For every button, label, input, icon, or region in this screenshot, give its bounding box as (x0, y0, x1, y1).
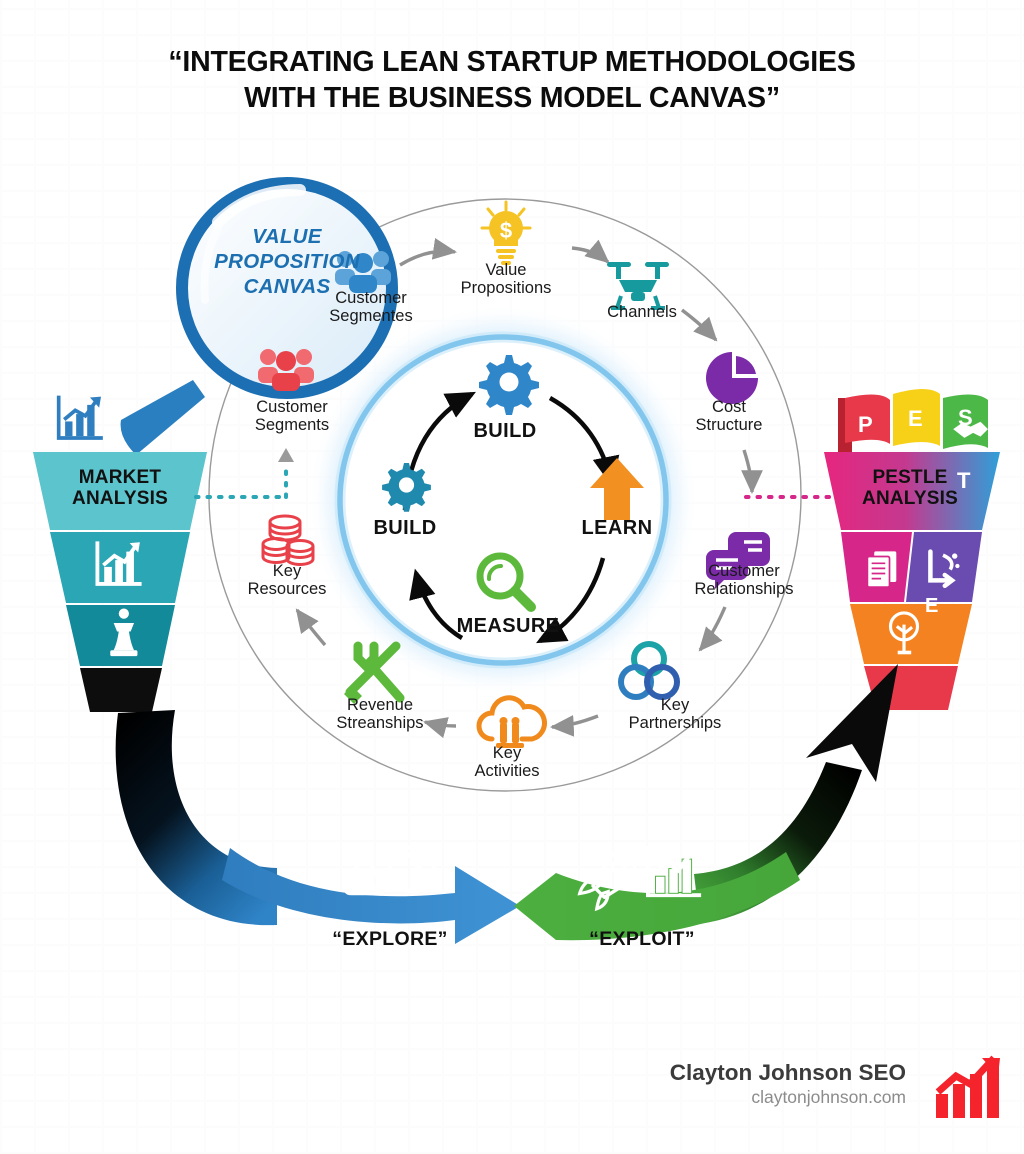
bmc-label-cost-structure: Cost Structure (652, 398, 806, 434)
explore-arrow (222, 843, 520, 944)
bmc-label-key-activities: Key Activities (428, 744, 586, 780)
flask-icon (344, 843, 385, 896)
up-arrow-icon (590, 458, 644, 520)
title-line1: MARKET (78, 467, 162, 488)
title-line2: ANALYSIS (862, 488, 958, 510)
svg-text:E: E (908, 406, 923, 431)
bar-chart-growth-icon (95, 541, 142, 586)
footer-brand: Clayton Johnson SEO claytonjohnson.com (670, 1060, 906, 1108)
exploit-arrow (514, 843, 800, 941)
cycle-label-build-top: BUILD (473, 420, 537, 442)
page-title-line2: WITH THE BUSINESS MODEL CANVAS” (244, 82, 780, 115)
label-line2: Segmentes (329, 307, 413, 326)
label-line2: Structure (695, 416, 763, 435)
market-analysis-connector (194, 448, 294, 499)
bmc-label-value-propositions: Value Propositions (426, 261, 586, 297)
label-line1: Customer (708, 562, 780, 580)
lightbulb-dollar-icon: $ (480, 200, 532, 265)
svg-text:E: E (925, 595, 938, 617)
speech-bubbles-icon (706, 532, 770, 589)
label-line1: Key (492, 744, 522, 762)
brand-url: claytonjohnson.com (751, 1087, 906, 1107)
bmc-label-customer-segmentes: Customer Segmentes (291, 289, 451, 325)
question-mark-icon (387, 844, 437, 894)
svg-text:$: $ (500, 218, 512, 243)
label-line1: Key (660, 696, 690, 714)
cycle-label-build-left: BUILD (373, 517, 437, 539)
bar-chart-arrow-icon (935, 1055, 1000, 1118)
legal-flow-icon (928, 549, 960, 589)
label-line2: Activities (474, 762, 540, 781)
title-line1: PESTLE (872, 467, 948, 488)
bmc-label-customer-segments: Customer Segments (212, 398, 372, 434)
explore-label: “EXPLORE” (332, 928, 448, 950)
label-line2: Streanships (336, 714, 424, 733)
pestle-analysis-funnel: P E S T E (824, 389, 1000, 710)
chess-queen-icon (110, 608, 138, 657)
coins-stack-icon (261, 514, 315, 566)
drone-icon (607, 262, 669, 310)
rocket-icon (577, 848, 637, 912)
market-analysis-title: MARKET ANALYSIS (30, 467, 210, 510)
bmc-label-channels: Channels (564, 303, 720, 321)
vpc-line2: PROPOSITION (214, 250, 360, 273)
documents-icon (866, 551, 897, 588)
label-line1: Channels (607, 303, 677, 321)
bmc-label-customer-relationships: Customer Relationships (655, 562, 833, 598)
magnifier-icon (476, 552, 536, 612)
tools-wrench-screwdriver-icon (344, 641, 405, 704)
page-title: “INTEGRATING LEAN STARTUP METHODOLOGIES … (0, 44, 1024, 117)
vpc-line3: CANVAS (243, 275, 331, 298)
label-line2: Propositions (460, 279, 552, 298)
vpc-line1: VALUE (252, 225, 322, 248)
handshake-icon (953, 421, 988, 438)
people-group-icon (335, 251, 391, 293)
bmc-label-key-partnerships: Key Partnerships (592, 696, 758, 732)
label-line2: Partnerships (628, 714, 722, 733)
gear-icon (479, 355, 539, 415)
label-line1: Value (485, 261, 527, 279)
cloud-gears-icon (476, 695, 547, 748)
label-line1: Revenue (346, 696, 414, 714)
bar-chart-growth-icon (56, 395, 103, 440)
market-analysis-funnel (33, 395, 207, 712)
bmc-flow-arrows (295, 238, 763, 739)
label-line2: Relationships (694, 580, 794, 599)
cycle-label-measure: MEASURE (456, 615, 560, 637)
value-proposition-magnifier (120, 177, 398, 455)
title-line2: ANALYSIS (72, 488, 168, 510)
label-line2: Resources (247, 580, 327, 599)
label-line1: Customer (256, 398, 328, 416)
pestle-analysis-title: PESTLE ANALYSIS (830, 467, 990, 510)
pie-chart-icon (706, 352, 758, 404)
people-group-icon (258, 349, 314, 391)
value-proposition-canvas-label: VALUE PROPOSITION CANVAS (187, 224, 387, 299)
label-line2: Segments (254, 416, 330, 435)
bar-chart-growth-icon (646, 843, 702, 898)
label-line1: Cost (712, 398, 746, 416)
exploit-label: “EXPLOIT” (589, 928, 695, 950)
bmc-label-key-resources: Key Resources (208, 562, 366, 598)
bmc-label-revenue-streanships: Revenue Streanships (296, 696, 464, 732)
gear-icon (382, 463, 431, 512)
page-title-line1: “INTEGRATING LEAN STARTUP METHODOLOGIES (168, 46, 856, 78)
label-line1: Key (272, 562, 302, 580)
brand-name: Clayton Johnson SEO (669, 1060, 906, 1086)
tree-icon (888, 611, 920, 655)
label-line1: Customer (335, 289, 407, 307)
three-rings-icon (618, 641, 680, 700)
cycle-label-learn: LEARN (581, 517, 653, 539)
svg-text:P: P (858, 412, 873, 437)
svg-text:T: T (957, 468, 971, 493)
